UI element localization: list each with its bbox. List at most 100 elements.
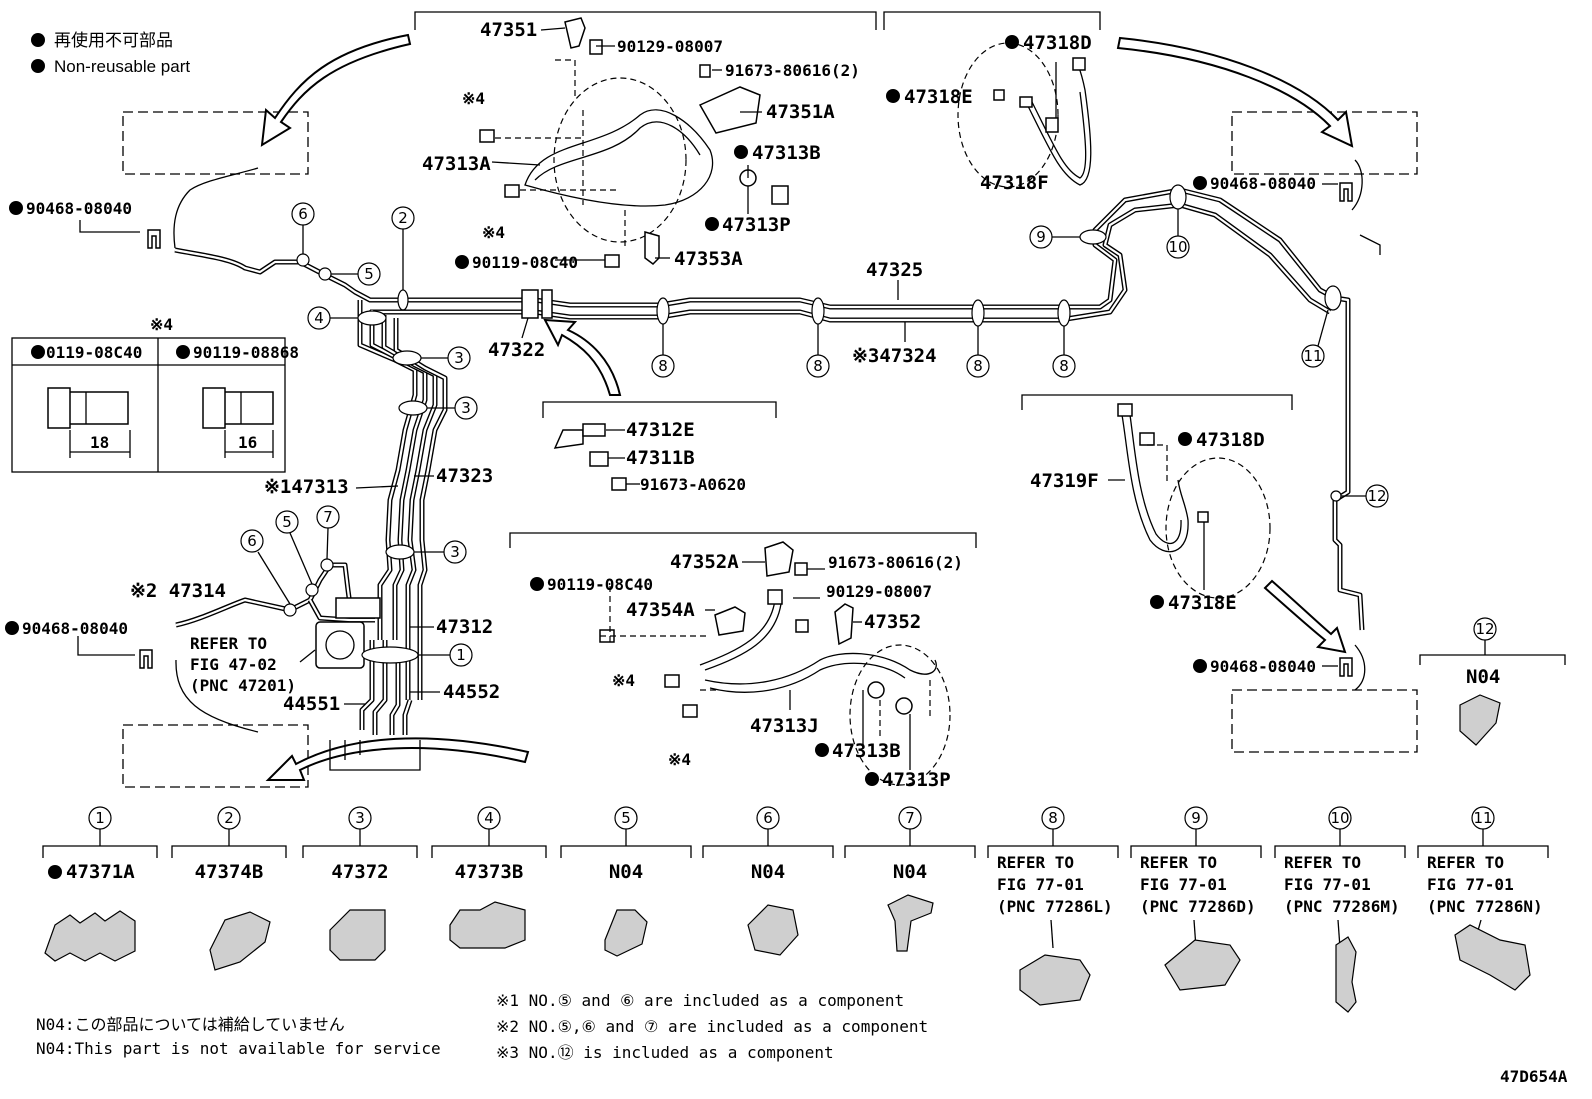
clamp-1-label: 47371A [66, 861, 135, 883]
clamp-4-label: 47373B [455, 861, 524, 883]
clamp-10-refer-line-2: FIG 77-01 [1284, 875, 1371, 894]
non-reusable-dot-icon [815, 743, 829, 757]
non-reusable-dot-icon [1193, 659, 1207, 673]
label-47313: ※147313 [264, 476, 349, 498]
label-47322: 47322 [488, 339, 545, 361]
label-47323: 47323 [436, 465, 493, 487]
label-90129-08007-lower: 90129-08007 [826, 582, 932, 601]
non-reusable-dot-icon [1150, 595, 1164, 609]
big-arrow-bottom-left [265, 737, 530, 781]
svg-text:10: 10 [1168, 238, 1187, 256]
bolt-dim-16: 16 [238, 433, 257, 452]
clamp-12-number: 12 [1475, 620, 1494, 638]
label-refer-to-2: FIG 47-02 [190, 655, 277, 674]
clamp-1-number: 1 [95, 809, 105, 827]
non-reusable-dot-icon [48, 865, 62, 879]
top-hose-group: 47351 90129-08007 91673-80616(2) 47351A … [422, 17, 860, 272]
label-47353A: 47353A [674, 248, 743, 270]
big-arrow-top-left [260, 33, 412, 147]
non-reusable-dot-icon [5, 621, 19, 635]
non-reusable-dot-icon [31, 33, 45, 47]
clamp-11-refer-line-2: FIG 77-01 [1427, 875, 1514, 894]
mark-4-top-b: ※4 [482, 223, 505, 242]
legend-ja: 再使用不可部品 [54, 30, 173, 50]
clamp-7-drawing [887, 894, 934, 952]
footnotes: N04:この部品については補給していません N04:This part is n… [36, 991, 1568, 1086]
label-47313P-top: 47313P [722, 214, 791, 236]
clamp-5-label: N04 [609, 861, 643, 883]
big-arrow-mid [543, 318, 622, 396]
footnote-3: ※3 NO.⑫ is included as a component [496, 1043, 834, 1062]
label-90119-08C40-lower: 90119-08C40 [547, 575, 653, 594]
clamp-10-number: 10 [1330, 809, 1349, 827]
svg-text:5: 5 [282, 513, 292, 531]
non-reusable-dot-icon [31, 345, 45, 359]
non-reusable-dot-icon [1193, 176, 1207, 190]
bolt-table-col1: 0119-08C40 [46, 343, 142, 362]
number-callouts: 2 6 5 4 3 3 3 1 8 8 8 8 9 10 11 12 6 5 [240, 202, 1389, 667]
label-47313P-lower: 47313P [882, 769, 951, 791]
label-91673-A0620: 91673-A0620 [640, 475, 746, 494]
clamp-9-number: 9 [1191, 809, 1201, 827]
clamp-12-label: N04 [1466, 666, 1500, 688]
non-reusable-dot-icon [705, 217, 719, 231]
clamp-9-refer-line-1: REFER TO [1140, 853, 1217, 872]
detail-box-top-left [122, 111, 309, 175]
svg-text:3: 3 [461, 399, 471, 417]
clamp-10-refer-line-1: REFER TO [1284, 853, 1361, 872]
label-47354A: 47354A [626, 599, 695, 621]
clamp-1-drawing [44, 910, 136, 962]
clamp-3-label: 47372 [331, 861, 388, 883]
label-47312E: 47312E [626, 419, 695, 441]
label-47318D-right: 47318D [1196, 429, 1265, 451]
svg-text:6: 6 [247, 532, 257, 550]
detail-box-left [122, 724, 309, 788]
label-47352A: 47352A [670, 551, 739, 573]
footnote-n04-en: N04:This part is not available for servi… [36, 1039, 441, 1058]
clamp-2-number: 2 [224, 809, 234, 827]
footnote-1: ※1 NO.⑤ and ⑥ are included as a componen… [496, 991, 904, 1010]
clamp-10-drawing [1335, 936, 1357, 1013]
label-47313B-lower: 47313B [832, 740, 901, 762]
label-47351: 47351 [480, 19, 537, 41]
clip-icons [77, 182, 1353, 677]
clamp-6-label: N04 [751, 861, 785, 883]
non-reusable-dot-icon [9, 201, 23, 215]
svg-text:8: 8 [658, 357, 668, 375]
clamp-6-drawing [747, 904, 799, 956]
svg-text:5: 5 [364, 265, 374, 283]
label-47313J: 47313J [750, 715, 819, 737]
detail-box-top-right [1231, 111, 1418, 175]
label-90468-08040-l: 90468-08040 [22, 619, 128, 638]
svg-text:8: 8 [1059, 357, 1069, 375]
label-90119-08C40-top: 90119-08C40 [472, 253, 578, 272]
clamp-8-refer-line-2: FIG 77-01 [997, 875, 1084, 894]
label-91673-80616-top: 91673-80616(2) [725, 61, 860, 80]
big-arrow-top-right [1116, 36, 1354, 148]
clamp-2: 2 47374B [171, 806, 287, 971]
clamp-7-label: N04 [893, 861, 927, 883]
lower-hose-group: 47352A 91673-80616(2) 90119-08C40 90129-… [509, 532, 977, 791]
clamp-5-drawing [604, 909, 648, 957]
clamp-8-refer-line-3: (PNC 77286L) [997, 897, 1113, 916]
label-47318D-top: 47318D [1023, 32, 1092, 54]
clamp-4-drawing [449, 901, 526, 949]
clamp-2-label: 47374B [195, 861, 264, 883]
clamp-1: 1 47371A [42, 806, 158, 962]
clamp-8-number: 8 [1048, 809, 1058, 827]
label-90468-08040-r: 90468-08040 [1210, 657, 1316, 676]
mark-4-lower-b: ※4 [668, 750, 691, 769]
svg-text:3: 3 [450, 543, 460, 561]
non-reusable-dot-icon [1178, 432, 1192, 446]
footnote-n04-ja: N04:この部品については補給していません [36, 1015, 345, 1034]
label-47318E-top: 47318E [904, 86, 973, 108]
main-labels: 90468-08040 90468-08040 90468-08040 9046… [5, 174, 1338, 715]
clamp-11-refer-line-3: (PNC 77286N) [1427, 897, 1543, 916]
label-90129-08007-top: 90129-08007 [617, 37, 723, 56]
